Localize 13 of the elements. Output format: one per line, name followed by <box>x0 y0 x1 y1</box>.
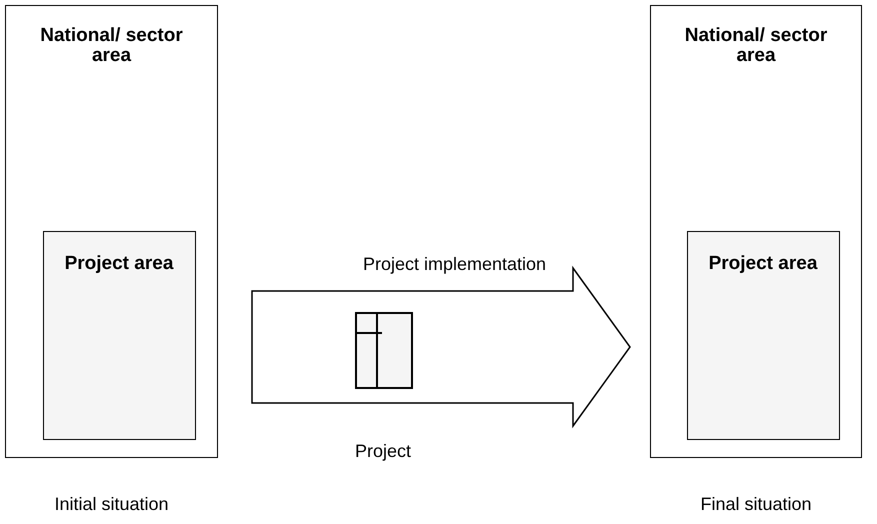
situation-caption: Initial situation <box>54 494 169 515</box>
area-title: Project area <box>708 254 818 274</box>
project-area-box <box>42 230 196 440</box>
project-box <box>355 312 413 389</box>
area-title: Project area <box>64 254 174 274</box>
project-area-box <box>686 230 840 440</box>
situation-caption: Final situation <box>700 494 812 515</box>
edge-label: Project implementation <box>362 254 546 275</box>
area-box <box>5 5 218 458</box>
area-title: National/ sector area <box>39 26 184 66</box>
project-label: Project <box>354 441 412 462</box>
area-title: National/ sector area <box>684 26 828 66</box>
area-box <box>650 5 862 458</box>
